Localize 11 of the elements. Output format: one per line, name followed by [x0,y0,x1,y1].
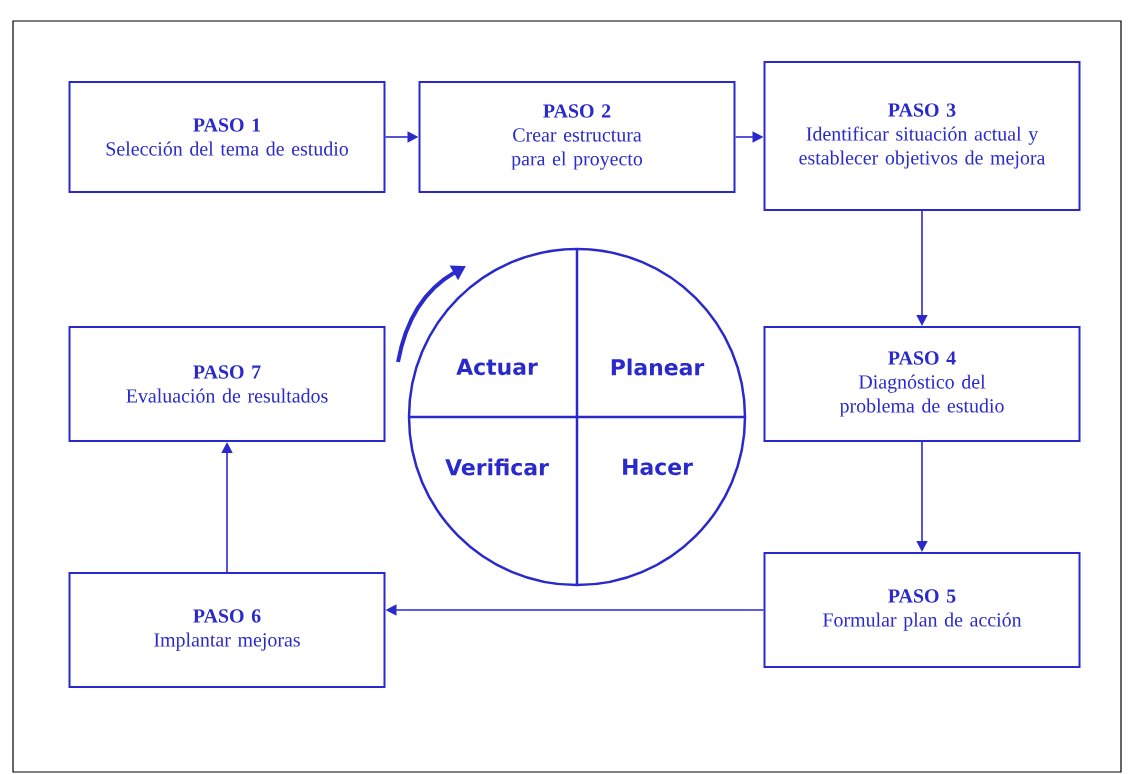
step-box: PASO 2 Crear estructura para el proyecto [418,81,736,193]
step-box: PASO 1 Selección del tema de estudio [68,81,386,193]
step-box: PASO 7 Evaluación de resultados [68,326,386,442]
step-box: PASO 6 Implantar mejoras [68,572,386,688]
quadrant-label: Hacer [623,458,693,476]
step-box: PASO 3 Identificar situación actual y establecer objetivos de mejora [763,61,1081,211]
quadrant-label: Verificar [445,458,549,476]
step-box: PASO 5 Formular plan de acción [763,552,1081,668]
quadrant-label: Actuar [456,358,538,376]
quadrant-label: Planear [611,358,705,376]
step-box: PASO 4 Diagnóstico del problema de estudio [763,326,1081,442]
